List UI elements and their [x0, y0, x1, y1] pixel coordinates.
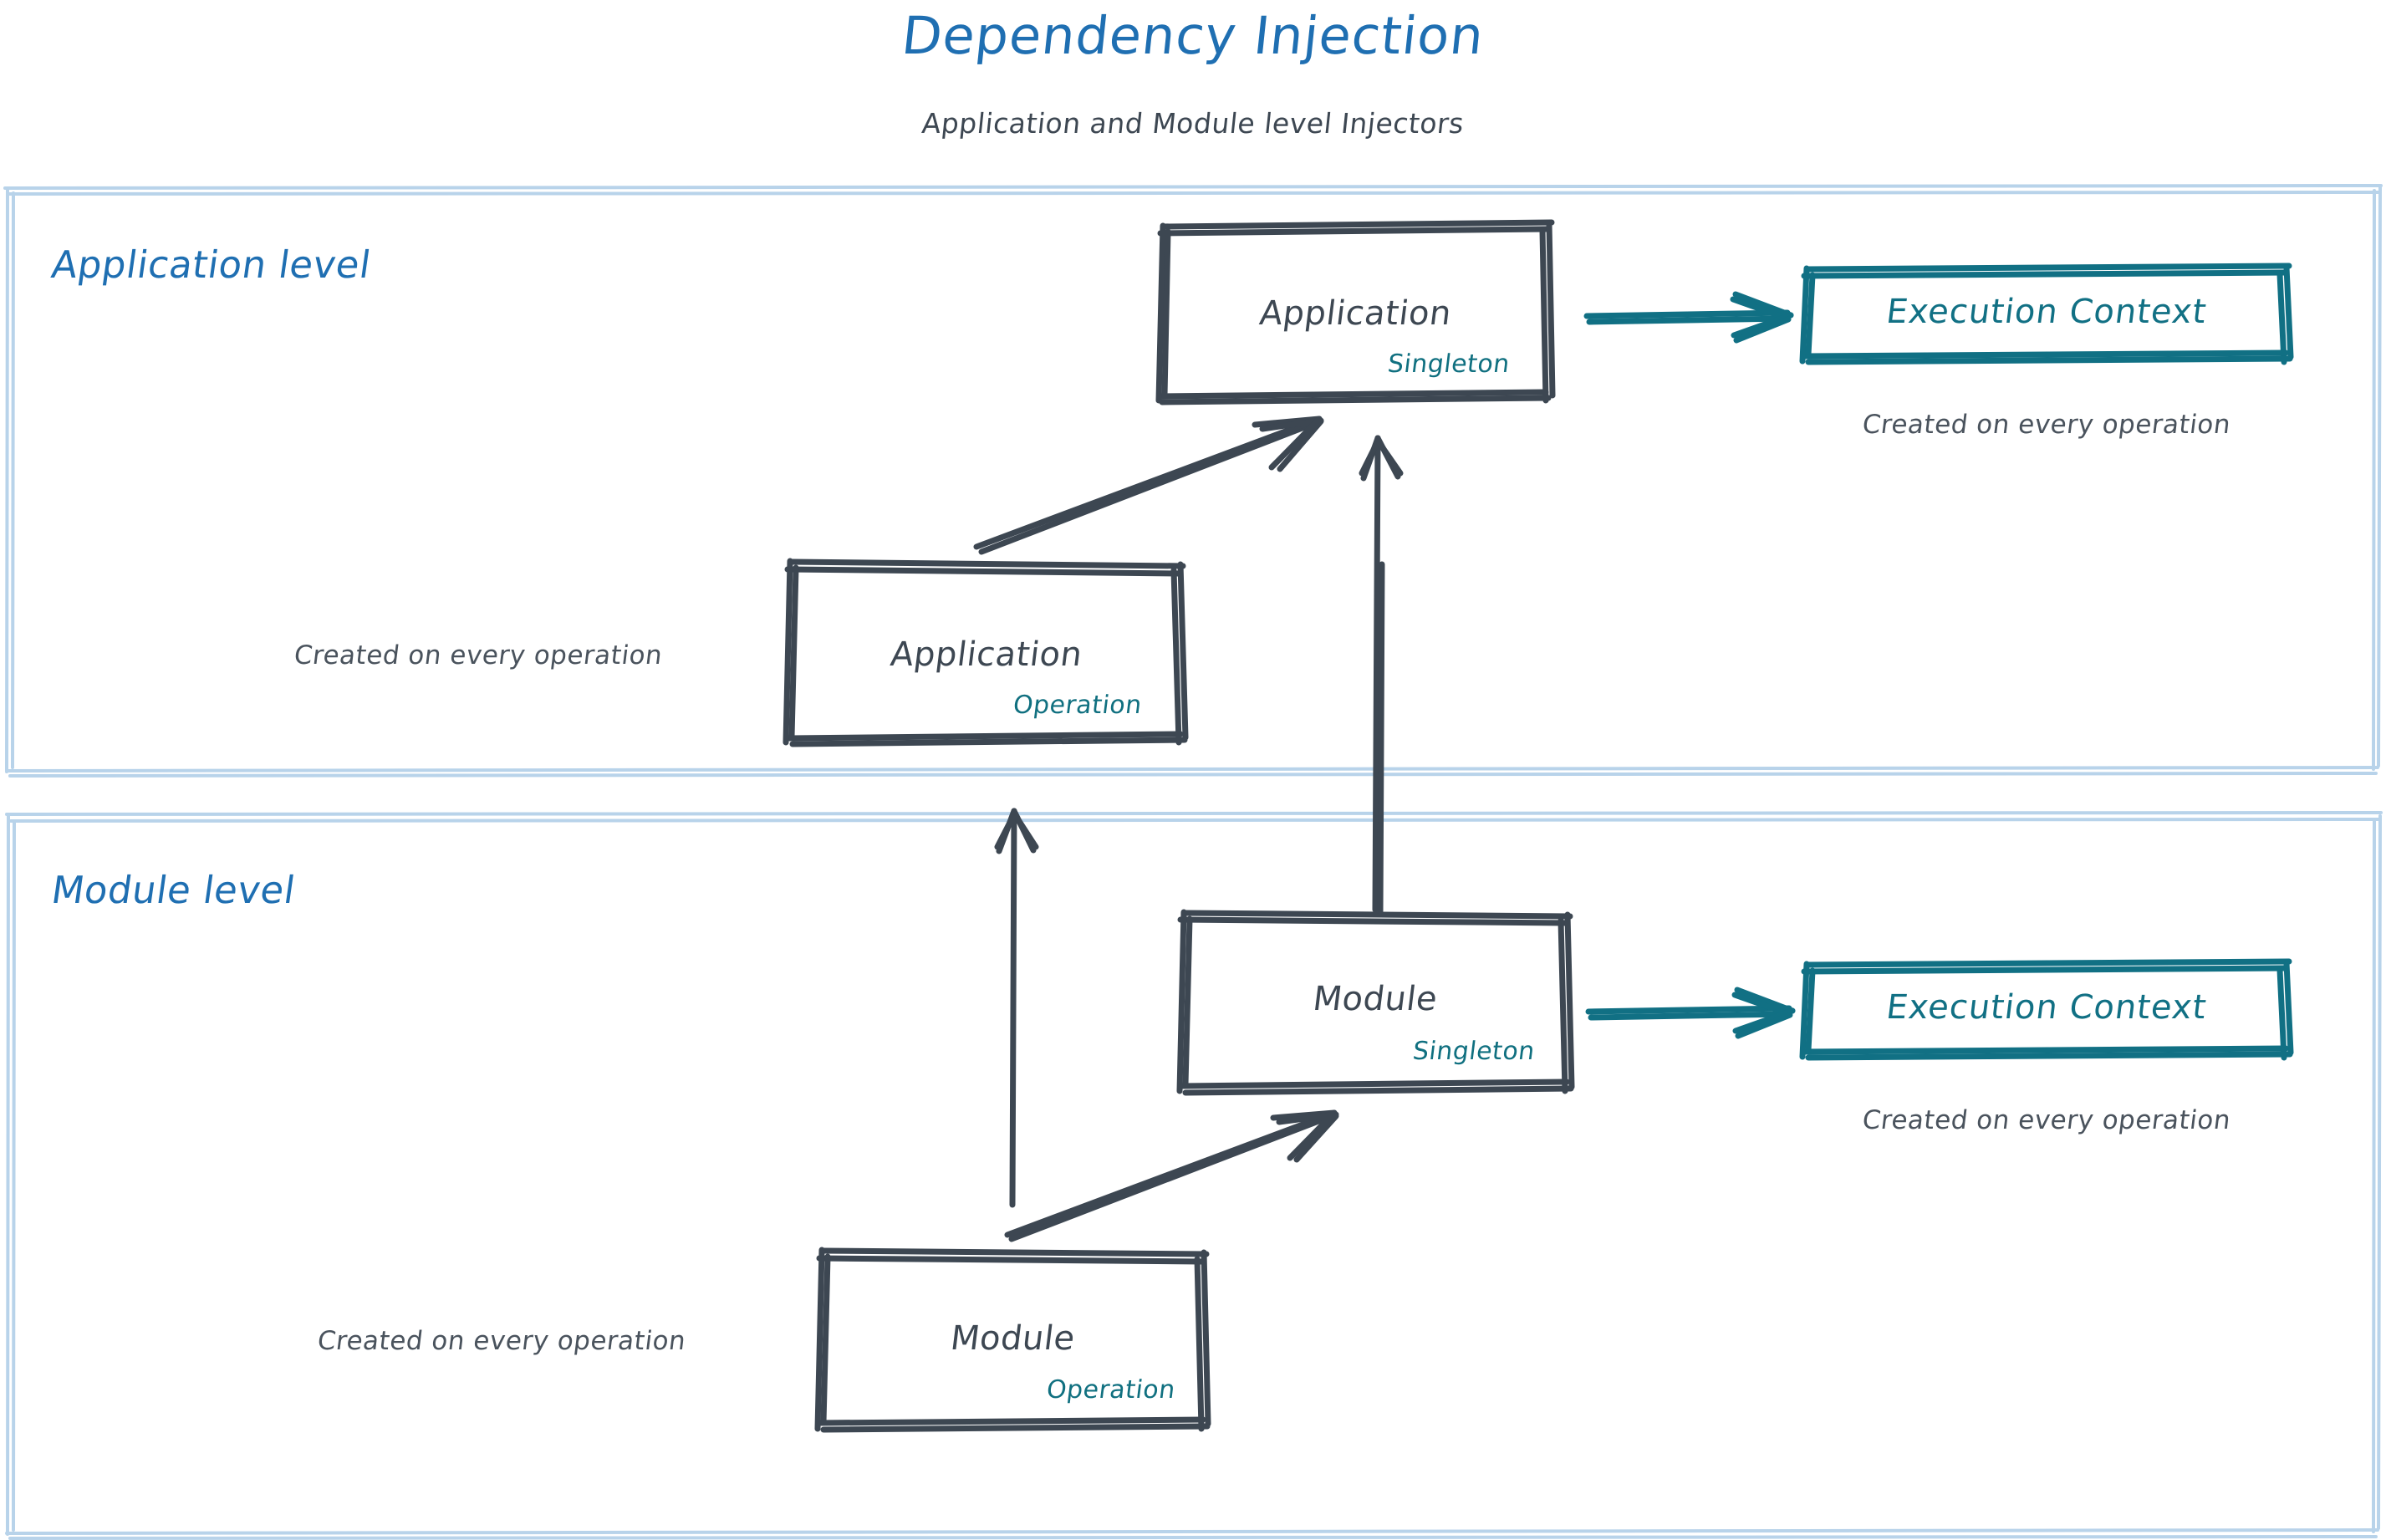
node-title-application-singleton: Application — [1257, 294, 1454, 333]
note-module-operation: Created on every operation — [315, 1326, 688, 1356]
node-scope-application-singleton: Singleton — [1385, 349, 1512, 379]
node-scope-module-singleton: Singleton — [1410, 1037, 1537, 1066]
note-application-operation: Created on every operation — [292, 640, 665, 671]
group-frame-module-level — [5, 811, 2383, 1540]
node-box-module-singleton[interactable] — [1176, 909, 1575, 1096]
node-box-execution-context-module[interactable] — [1799, 958, 2294, 1061]
node-title-application-operation: Application — [888, 635, 1085, 674]
node-title-module-singleton: Module — [1310, 980, 1440, 1018]
execution-context-label-application: Execution Context — [1884, 293, 2210, 331]
node-scope-module-operation: Operation — [1044, 1375, 1177, 1405]
node-box-module-operation[interactable] — [814, 1247, 1211, 1433]
group-label-module-level: Module level — [48, 868, 298, 912]
edge-module-singleton-to-execution-context — [1585, 987, 1796, 1039]
group-label-application-level: Application level — [48, 242, 374, 287]
edge-application-singleton-to-execution-context — [1583, 291, 1794, 344]
edge-module-operation-to-module-singleton — [1004, 1109, 1339, 1242]
node-box-application-operation[interactable] — [783, 558, 1189, 747]
edge-module-singleton-to-application-singleton — [1359, 435, 1404, 915]
node-title-module-operation: Module — [948, 1319, 1078, 1358]
edge-application-operation-to-application-singleton — [973, 416, 1324, 555]
node-box-application-singleton[interactable] — [1155, 219, 1556, 405]
node-scope-application-operation: Operation — [1011, 691, 1144, 720]
execution-context-note-application: Created on every operation — [1860, 410, 2233, 440]
execution-context-note-module: Created on every operation — [1860, 1105, 2233, 1135]
edge-module-operation-to-application-operation — [994, 808, 1039, 1208]
group-frame-application-level — [3, 184, 2383, 778]
execution-context-label-module: Execution Context — [1884, 988, 2210, 1027]
node-box-execution-context-application[interactable] — [1799, 263, 2294, 365]
